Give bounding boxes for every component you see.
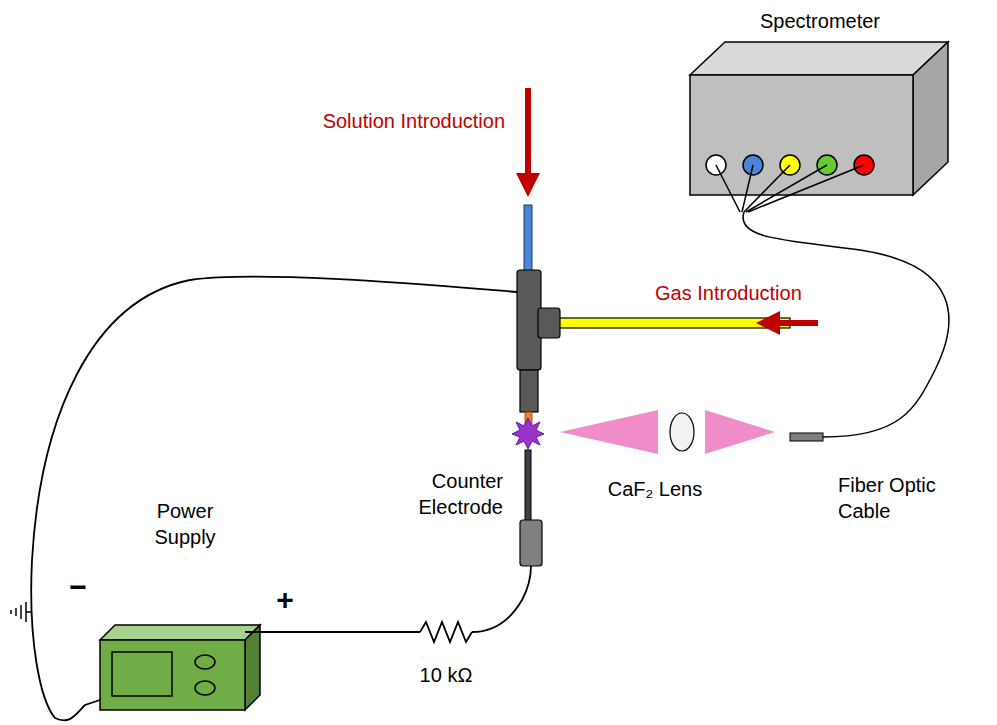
gas-tube (558, 318, 790, 328)
value-label: 10 kΩ (420, 662, 473, 688)
fiber-tip (790, 433, 823, 441)
flow-label: Gas Introduction (655, 280, 802, 306)
counter-electrode (520, 450, 542, 566)
node-title: Spectrometer (700, 8, 940, 34)
power-supply-node: Power Supply (110, 498, 260, 713)
spectrometer-box (690, 42, 948, 195)
spectrometer-node: Spectrometer (690, 8, 950, 200)
terminal-sign: − (69, 572, 87, 602)
ground-symbol (11, 602, 32, 622)
part-label: Counter Electrode (393, 468, 503, 520)
capillary-tube (524, 205, 532, 273)
solution-arrow (525, 88, 531, 185)
wires (31, 277, 531, 721)
light-path (560, 410, 775, 454)
part-label: CaF₂ Lens (608, 476, 702, 502)
part-label: Fiber Optic Cable (838, 472, 968, 524)
flow-label: Solution Introduction (323, 108, 505, 134)
node-title: Power Supply (130, 498, 240, 550)
plasma-discharge (512, 418, 544, 449)
power-supply-box (100, 625, 260, 710)
tee-fitting (517, 270, 560, 430)
terminal-sign: + (276, 585, 294, 615)
gas-arrow (768, 320, 818, 326)
